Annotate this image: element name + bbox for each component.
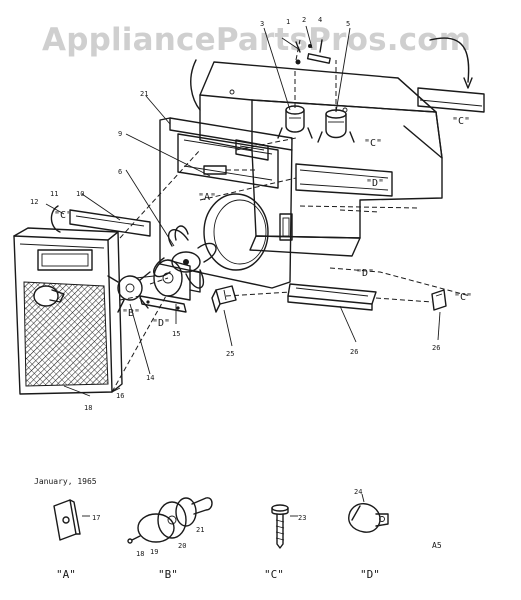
ref-mark-b: "B": [122, 308, 140, 319]
part-number-labels: 21 9 6 10 12 11 3 5 1 2 4 15 14 16 18 25…: [30, 16, 440, 412]
ref-mark-c-filter: "C": [54, 210, 72, 221]
part-label-2: 2: [302, 16, 306, 24]
ref-mark-d-motor: "D": [152, 318, 170, 329]
drip-tray: [287, 283, 377, 311]
part-label-7: 21: [140, 90, 148, 98]
detail-b-shaft-assembly: [127, 497, 213, 544]
front-grille-panel: [13, 227, 123, 395]
part-label-5: 5: [346, 20, 350, 28]
control-switch-left: [277, 68, 313, 139]
ref-mark-d-tray: "D": [356, 268, 374, 279]
part-label-17: 17: [92, 514, 100, 522]
part-label-22: 23: [298, 514, 306, 522]
ref-mark-a: "A": [198, 192, 216, 203]
detail-caption-c: "C": [264, 568, 284, 581]
motor-mount-spider: [107, 271, 151, 313]
part-label-10: 10: [76, 190, 84, 198]
retaining-clip: [431, 289, 447, 311]
date-stamp: January, 1965: [34, 477, 97, 486]
leader-lines: [45, 25, 441, 397]
damper-door: [235, 139, 269, 161]
detail-caption-b: "B": [158, 568, 178, 581]
reference-marks: "A" "B" "D" "C" "C" "D" "D" "C" "C": [54, 116, 472, 329]
sheet-code: A5: [432, 541, 442, 550]
part-label-18: 18: [84, 404, 92, 412]
detail-c-screw: [271, 504, 298, 549]
part-label-20: 20: [178, 542, 186, 550]
detail-caption-a: "A": [56, 568, 76, 581]
fan-motor: [135, 259, 201, 313]
part-label-25: 26: [350, 348, 358, 356]
part-label-19: 19: [150, 548, 158, 556]
part-label-9: 9: [118, 130, 122, 138]
side-cover-panel: [417, 37, 485, 113]
watermark-text: AppliancePartsPros.com: [42, 22, 471, 58]
part-label-3: 3: [260, 20, 264, 28]
part-label-1: 1: [286, 18, 290, 26]
part-label-24: 25: [226, 350, 234, 358]
part-label-23: 24: [354, 488, 362, 496]
ref-mark-c-clip: "C": [454, 292, 472, 303]
part-label-6: 6: [118, 168, 122, 176]
part-label-11: 11: [50, 190, 58, 198]
part-label-4: 4: [318, 16, 322, 24]
part-label-14: 14: [146, 374, 154, 382]
part-label-15: 15: [172, 330, 180, 338]
detail-a-plate: [53, 499, 90, 541]
part-label-18-detail: 18: [136, 550, 144, 558]
detail-caption-d: "D": [360, 568, 380, 581]
part-label-26: 26: [432, 344, 440, 352]
part-label-12: 12: [30, 198, 38, 206]
selector-switch: [211, 285, 237, 313]
part-label-16: 16: [116, 392, 124, 400]
rear-housing: [190, 59, 443, 257]
ref-mark-c-top: "C": [364, 138, 382, 149]
detail-d-knob: [348, 493, 389, 533]
part-label-21: 21: [196, 526, 204, 534]
ref-mark-d-housing: "D": [366, 178, 384, 189]
ref-mark-c-panel: "C": [452, 116, 470, 127]
